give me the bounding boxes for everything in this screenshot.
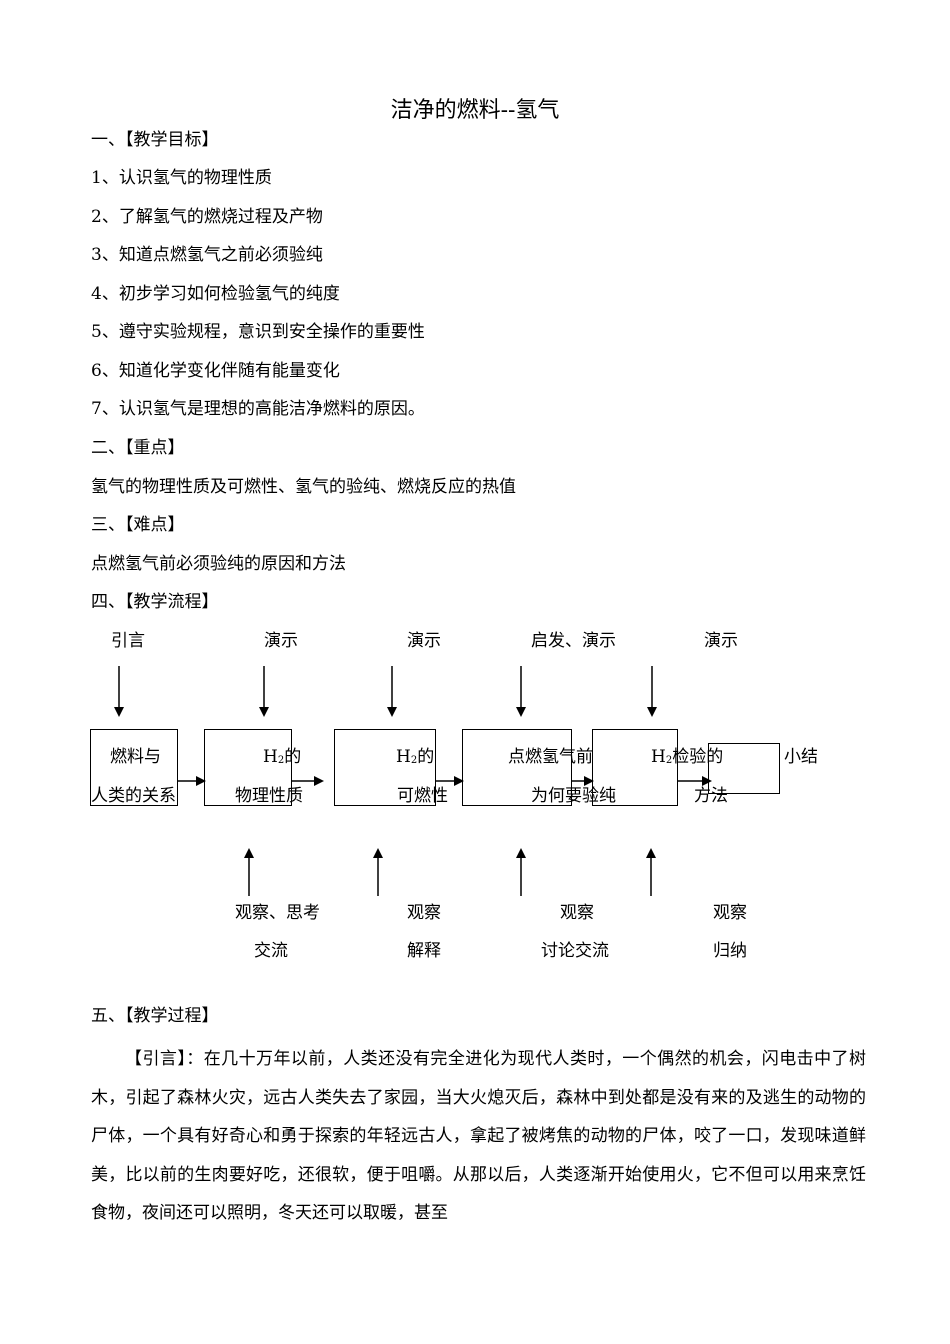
flow-bottom-label: 观察 <box>560 903 594 923</box>
flow-box-why-purity-test <box>462 729 572 806</box>
box-text: H2的 <box>263 746 301 772</box>
document-title: 洁净的燃料--氢气 <box>390 98 560 123</box>
flow-top-label: 演示 <box>407 631 441 651</box>
box-text: 小结 <box>784 747 818 767</box>
box-text: 为何要验纯 <box>531 786 616 806</box>
flow-box-summary <box>708 743 780 794</box>
box-text: 点燃氢气前 <box>508 747 593 767</box>
formula-h: H <box>396 747 411 767</box>
flow-bottom-label: 观察 <box>713 903 747 923</box>
formula-subscript: 2 <box>665 755 673 766</box>
box-text-part: 的 <box>417 747 435 767</box>
box-text: H2的 <box>396 746 434 772</box>
flow-box-flammability <box>334 729 436 806</box>
box-text: 可燃性 <box>397 786 448 806</box>
box-text-part: 的 <box>284 747 302 767</box>
key-points-text: 氢气的物理性质及可燃性、氢气的验纯、燃烧反应的热值 <box>91 477 516 497</box>
objective-item: 4、初步学习如何检验氢气的纯度 <box>91 284 340 304</box>
section-heading-flow: 四、【教学流程】 <box>91 592 219 612</box>
box-text-part: 检验的 <box>672 747 724 767</box>
box-text: H2检验的 <box>651 746 723 772</box>
objective-item: 2、了解氢气的燃烧过程及产物 <box>91 207 323 227</box>
formula-h: H <box>263 747 278 767</box>
formula-subscript: 2 <box>277 755 285 766</box>
objective-item: 5、遵守实验规程，意识到安全操作的重要性 <box>91 322 425 342</box>
flow-top-label: 引言 <box>111 631 145 651</box>
objective-item: 7、认识氢气是理想的高能洁净燃料的原因。 <box>91 399 425 419</box>
objective-item: 6、知道化学变化伴随有能量变化 <box>91 361 340 381</box>
flow-top-label: 演示 <box>704 631 738 651</box>
flow-bottom-label: 解释 <box>407 941 441 961</box>
flow-bottom-label: 归纳 <box>713 941 747 961</box>
section-heading-key-points: 二、【重点】 <box>91 438 185 458</box>
flow-box-physical-properties <box>204 729 292 806</box>
box-text: 物理性质 <box>235 786 303 806</box>
objective-item: 1、认识氢气的物理性质 <box>91 168 272 188</box>
flow-box-fuel-and-humans <box>90 729 178 806</box>
objective-item: 3、知道点燃氢气之前必须验纯 <box>91 245 323 265</box>
difficulties-text: 点燃氢气前必须验纯的原因和方法 <box>91 554 346 574</box>
box-text: 燃料与 <box>110 747 161 767</box>
flow-top-label: 启发、演示 <box>531 631 616 651</box>
formula-h: H <box>651 747 666 767</box>
formula-subscript: 2 <box>410 755 418 766</box>
section-heading-difficulties: 三、【难点】 <box>91 515 185 535</box>
section-heading-process: 五、【教学过程】 <box>91 1006 219 1026</box>
intro-paragraph: 【引言】：在几十万年以前，人类还没有完全进化为现代人类时，一个偶然的机会，闪电击… <box>91 1049 866 1223</box>
flow-top-label: 演示 <box>264 631 298 651</box>
section-heading-objectives: 一、【教学目标】 <box>91 130 219 150</box>
flow-bottom-label: 观察、思考 <box>235 903 320 923</box>
flow-bottom-label: 讨论交流 <box>541 941 609 961</box>
box-text: 人类的关系 <box>91 786 176 806</box>
box-text: 方法 <box>694 786 728 806</box>
flow-bottom-label: 交流 <box>254 941 288 961</box>
flow-bottom-label: 观察 <box>407 903 441 923</box>
flow-box-test-method <box>592 729 678 806</box>
